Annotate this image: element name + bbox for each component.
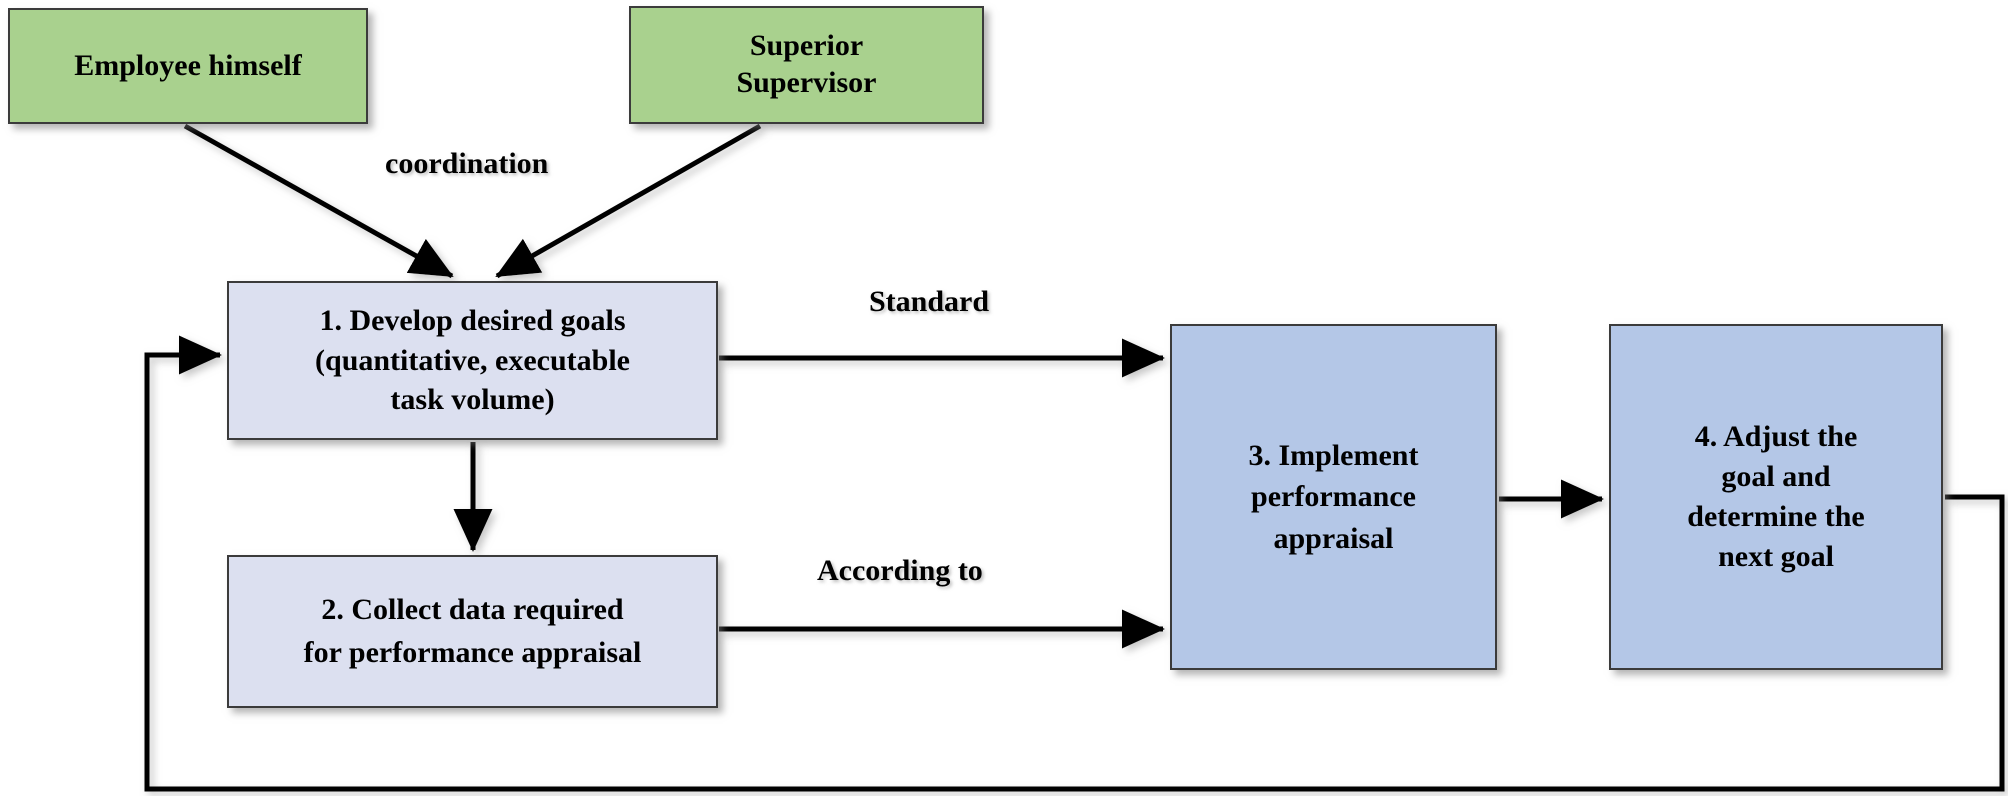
node-step-2-label: 2. Collect data required for performance… (303, 592, 642, 669)
node-employee-himself-label: Employee himself (74, 49, 302, 83)
node-step-4-adjust-goal[interactable]: 4. Adjust the goal and determine the nex… (1609, 324, 1943, 670)
node-step-1-label: 1. Develop desired goals (quantitative, … (315, 304, 630, 417)
node-step-4-label: 4. Adjust the goal and determine the nex… (1687, 419, 1865, 574)
node-step-3-implement-performance-appraisal[interactable]: 3. Implement performance appraisal (1170, 324, 1497, 670)
connector-employee-to-step1 (183, 123, 454, 279)
node-step-2-collect-data[interactable]: 2. Collect data required for performance… (227, 555, 718, 708)
node-step-3-label: 3. Implement performance appraisal (1248, 438, 1419, 555)
edge-label-according-to: According to (817, 554, 983, 587)
edge-label-coordination: coordination (385, 147, 549, 180)
node-superior-supervisor-label: Superior Supervisor (736, 29, 877, 99)
node-employee-himself[interactable]: Employee himself (8, 8, 368, 124)
connector-step4-to-step1-feedback (144, 335, 2005, 792)
node-superior-supervisor[interactable]: Superior Supervisor (629, 6, 984, 124)
connector-supervisor-to-step1 (495, 123, 762, 279)
node-step-1-develop-desired-goals[interactable]: 1. Develop desired goals (quantitative, … (227, 281, 718, 440)
edge-label-standard: Standard (869, 285, 990, 318)
